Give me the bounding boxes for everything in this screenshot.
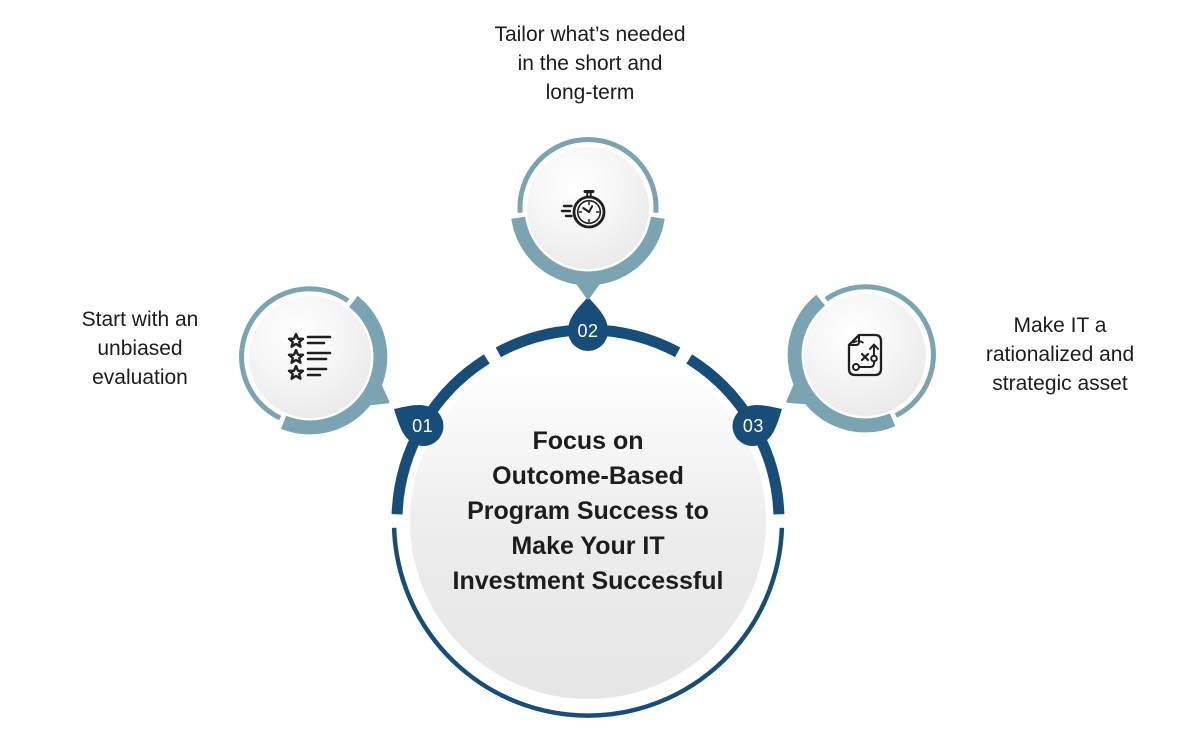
satellite-right bbox=[786, 284, 936, 433]
step-3-number-badge: 03 bbox=[742, 416, 764, 436]
satellite-right-thin-arc bbox=[824, 284, 936, 418]
star-checklist-icon bbox=[287, 332, 332, 380]
strategy-plan-icon bbox=[847, 333, 883, 377]
pin-01 bbox=[394, 404, 444, 446]
pin-03 bbox=[732, 404, 782, 446]
central-ring-thin-arc bbox=[391, 527, 785, 718]
central-title: Focus on Outcome-Based Program Success t… bbox=[452, 427, 724, 595]
step-2-label: Tailor what’s needed in the short and lo… bbox=[494, 23, 686, 104]
pin-02 bbox=[568, 297, 608, 351]
satellite-left-thin-arc bbox=[239, 286, 350, 421]
satellite-top-disc bbox=[527, 147, 649, 269]
step-3-label: Make IT a rationalized and strategic ass… bbox=[985, 314, 1135, 395]
satellite-top-thin-arc bbox=[517, 137, 659, 213]
step-1-label: Start with an unbiased evaluation bbox=[81, 308, 199, 389]
satellite-right-disc bbox=[804, 294, 926, 416]
step-1-number-badge: 01 bbox=[412, 416, 434, 436]
central-disc bbox=[410, 343, 766, 699]
stopwatch-icon bbox=[560, 190, 606, 229]
central-circle bbox=[391, 324, 785, 718]
satellite-top bbox=[511, 137, 665, 300]
satellite-left bbox=[239, 286, 390, 435]
step-2-number-badge: 02 bbox=[577, 320, 599, 341]
satellite-left-disc bbox=[249, 296, 371, 418]
